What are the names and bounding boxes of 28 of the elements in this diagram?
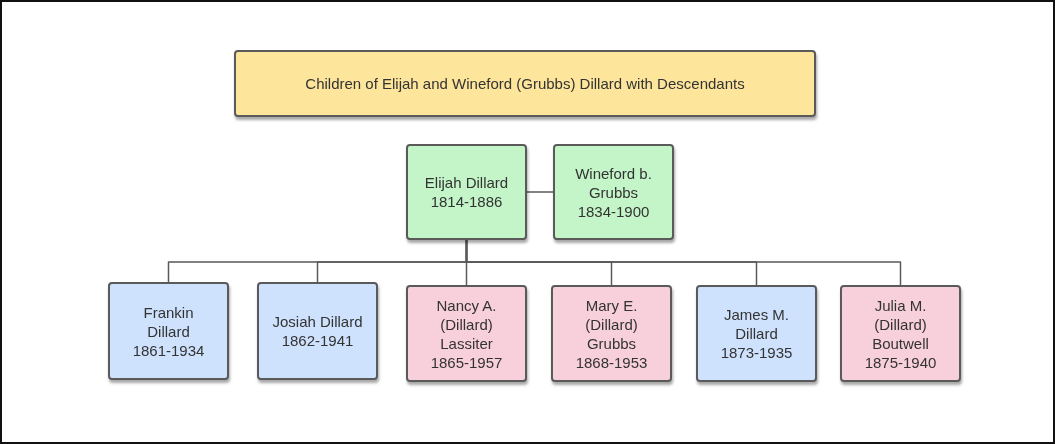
connector-line [526,191,554,193]
life-dates: 1861-1934 [132,340,205,360]
person-name: James M. Dillard [723,305,790,343]
person-box [406,285,527,382]
life-dates: 1834-1900 [577,201,650,221]
person-name: Frankin Dillard [142,302,195,341]
person-box [840,285,961,382]
person-box [696,285,817,382]
connector-line [465,239,902,286]
title-text: Children of Elijah and Wineford (Grubbs) Dillard with Descendants [305,74,745,93]
person-box [406,144,527,240]
life-dates: 1814-1886 [430,192,503,211]
life-dates: 1873-1935 [720,343,793,362]
person-name: Julia M. (Dillard) Boutwell [871,295,930,353]
person-box [108,282,229,380]
life-dates: 1868-1953 [575,352,648,372]
person-name: Nancy A. (Dillard) Lassiter [435,295,498,353]
life-dates: 1875-1940 [864,352,937,372]
person-box [551,285,672,382]
person-name: Elijah Dillard [424,173,509,192]
person-box [257,282,378,380]
person-name: Wineford b. Grubbs [574,163,653,202]
title-box [234,50,816,117]
person-name: Josiah Dillard [272,312,363,331]
life-dates: 1862-1941 [281,331,354,350]
person-box [553,144,674,240]
life-dates: 1865-1957 [430,352,503,372]
person-name: Mary E. (Dillard) Grubbs [584,295,639,353]
